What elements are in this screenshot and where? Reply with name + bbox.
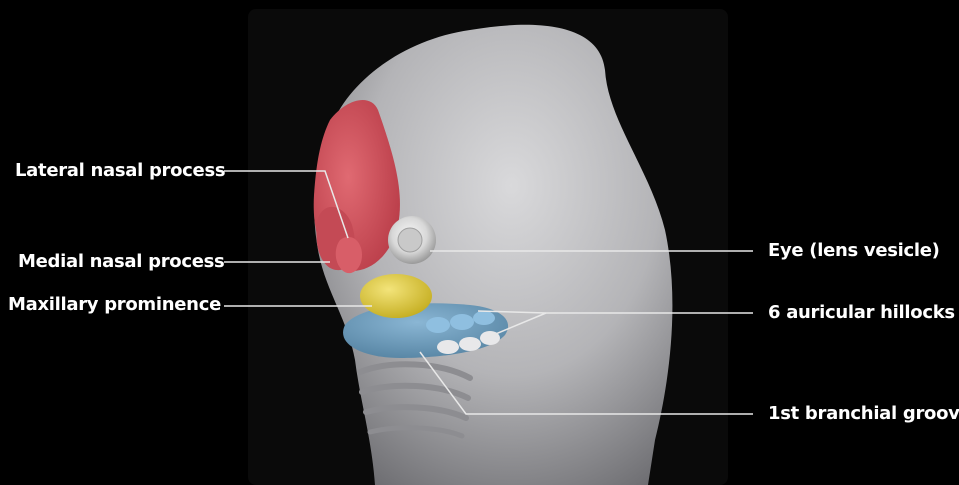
lens-vesicle-shape — [398, 228, 422, 252]
label-eye: Eye (lens vesicle) — [768, 240, 940, 262]
auricular-hillock — [426, 317, 450, 333]
label-auricular-hillocks: 6 auricular hillocks — [768, 302, 955, 324]
auricular-hillock — [450, 314, 474, 330]
auricular-hillock — [459, 337, 481, 351]
label-lateral-nasal-process: Lateral nasal process — [15, 160, 225, 182]
label-maxillary-prominence: Maxillary prominence — [8, 294, 221, 316]
label-medial-nasal-process: Medial nasal process — [18, 251, 224, 273]
auricular-hillock — [437, 340, 459, 354]
maxillary-prominence-shape — [360, 274, 432, 318]
label-first-branchial-groove: 1st branchial groove — [768, 403, 959, 425]
auricular-hillock — [473, 311, 495, 325]
